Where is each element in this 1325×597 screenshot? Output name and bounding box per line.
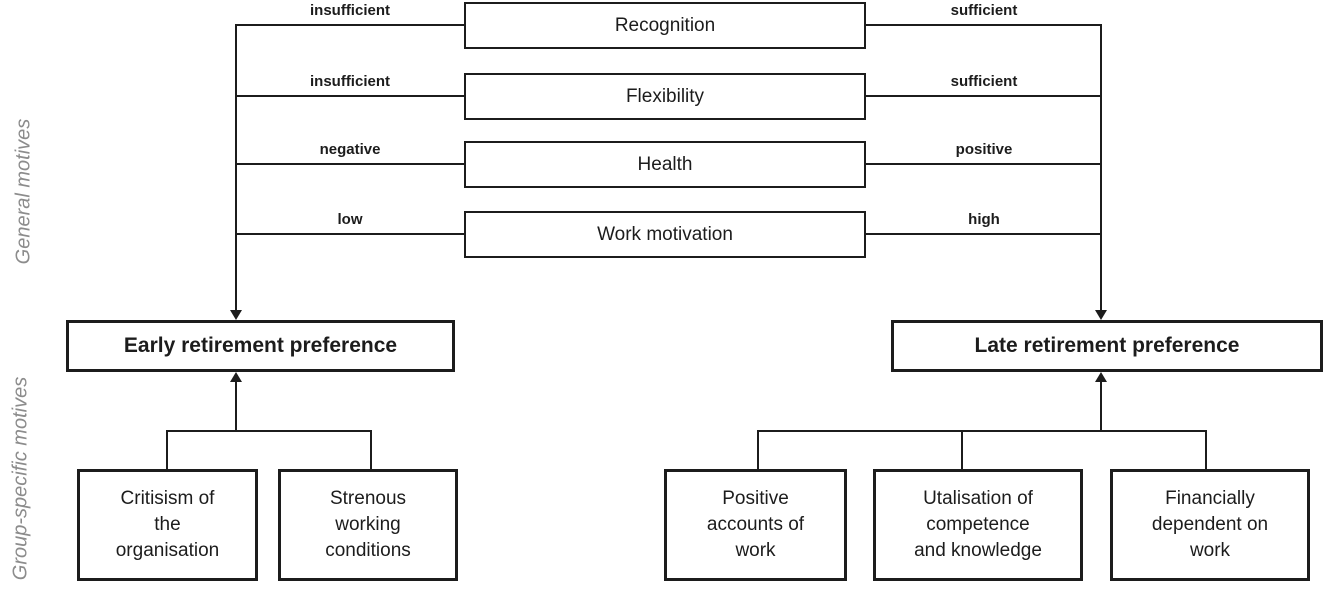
- reason-box-criticism: Critisism of the organisation: [77, 469, 258, 581]
- outcome-label: Early retirement preference: [123, 334, 398, 357]
- reason-line: organisation: [115, 540, 220, 561]
- reason-line: the: [154, 514, 181, 535]
- reason-line: conditions: [325, 540, 411, 561]
- bracket-line: [166, 430, 372, 432]
- section-label-group-specific-motives: Group-specific motives: [9, 376, 32, 581]
- edge-label-left: insufficient: [309, 73, 390, 90]
- reason-line: Utalisation of: [923, 488, 1033, 509]
- connector-line: [236, 24, 464, 26]
- connector-line: [1205, 430, 1207, 469]
- factor-box-work-motivation: Work motivation: [464, 211, 866, 258]
- reason-line: working: [335, 514, 401, 535]
- connector-line: [866, 163, 1102, 165]
- connector-line: [961, 430, 963, 469]
- connector-line: [236, 95, 464, 97]
- reason-line: work: [735, 540, 776, 561]
- edge-label-left: insufficient: [309, 2, 390, 19]
- connector-line: [866, 233, 1102, 235]
- factor-label: Work motivation: [597, 223, 733, 245]
- reason-line: Positive: [722, 488, 789, 509]
- connector-line: [236, 233, 464, 235]
- outcome-box-late-retirement: Late retirement preference: [891, 320, 1323, 372]
- edge-label-right: high: [968, 211, 1000, 228]
- arrow-up-icon: [1095, 372, 1107, 382]
- arrow-down-icon: [230, 310, 242, 320]
- reason-line: Financially: [1165, 488, 1255, 509]
- outcome-label: Late retirement preference: [974, 334, 1240, 357]
- reason-line: Critisism of: [120, 488, 215, 509]
- reason-line: competence: [926, 514, 1030, 535]
- factor-label: Health: [637, 153, 693, 175]
- outcome-box-early-retirement: Early retirement preference: [66, 320, 455, 372]
- edge-label-left: low: [337, 211, 363, 228]
- reason-line: work: [1189, 540, 1231, 561]
- reason-box-strenuous-conditions: Strenous working conditions: [278, 469, 458, 581]
- connector-line: [370, 430, 372, 469]
- reason-line: Strenous: [329, 488, 407, 509]
- factor-box-recognition: Recognition: [464, 2, 866, 49]
- connector-line: [757, 430, 759, 469]
- connector-late-vertical-line: [1100, 24, 1102, 311]
- edge-label-right: sufficient: [950, 2, 1018, 19]
- reason-line: accounts of: [706, 514, 805, 535]
- factor-label: Flexibility: [625, 85, 705, 107]
- reason-box-positive-accounts: Positive accounts of work: [664, 469, 847, 581]
- factor-box-flexibility: Flexibility: [464, 73, 866, 120]
- arrow-down-icon: [1095, 310, 1107, 320]
- edge-label-right: sufficient: [950, 73, 1018, 90]
- connector-line: [866, 24, 1102, 26]
- connector-line: [235, 381, 237, 432]
- connector-early-vertical-line: [235, 24, 237, 311]
- reason-box-utilisation-competence: Utalisation of competence and knowledge: [873, 469, 1083, 581]
- connector-line: [1100, 381, 1102, 432]
- connector-line: [166, 430, 168, 469]
- edge-label-right: positive: [955, 141, 1013, 158]
- connector-line: [236, 163, 464, 165]
- factor-box-health: Health: [464, 141, 866, 188]
- bracket-line: [757, 430, 1207, 432]
- reason-box-financially-dependent: Financially dependent on work: [1110, 469, 1310, 581]
- reason-line: dependent on: [1151, 514, 1269, 535]
- section-label-general-motives: General motives: [12, 118, 35, 265]
- connector-line: [866, 95, 1102, 97]
- factor-label: Recognition: [614, 14, 716, 36]
- reason-line: and knowledge: [914, 540, 1042, 561]
- edge-label-left: negative: [319, 141, 381, 158]
- arrow-up-icon: [230, 372, 242, 382]
